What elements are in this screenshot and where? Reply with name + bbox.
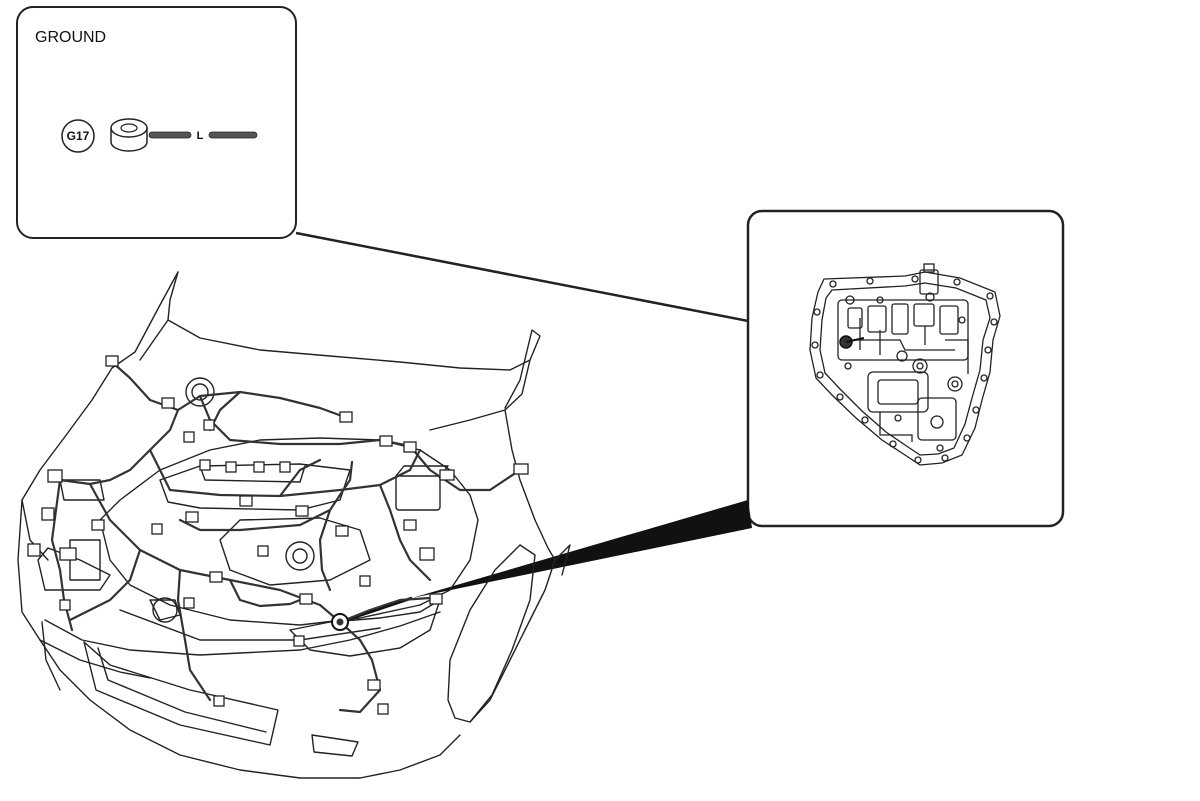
ground-point-label: G17: [67, 129, 90, 143]
bolt-length-label: L: [197, 130, 204, 142]
ground-callout-title: GROUND: [35, 29, 106, 46]
transaxle-detail-box: [746, 209, 1065, 528]
ground-callout: GROUND G17 L: [16, 6, 297, 239]
harness-connectors: [27, 355, 529, 715]
ground-bolt-icon: L: [148, 130, 258, 142]
transaxle-case-illustration: [809, 263, 1001, 466]
ground-point-badge: G17: [61, 119, 95, 153]
washer-icon: [110, 118, 148, 152]
engine-ground-location: [331, 613, 349, 631]
transaxle-detail-frame: [746, 209, 1065, 528]
ground-callout-frame: [16, 6, 297, 239]
detail-pointer-wedge: [412, 500, 752, 598]
grille: [83, 641, 279, 746]
ground-bolt-marker: [839, 335, 865, 349]
